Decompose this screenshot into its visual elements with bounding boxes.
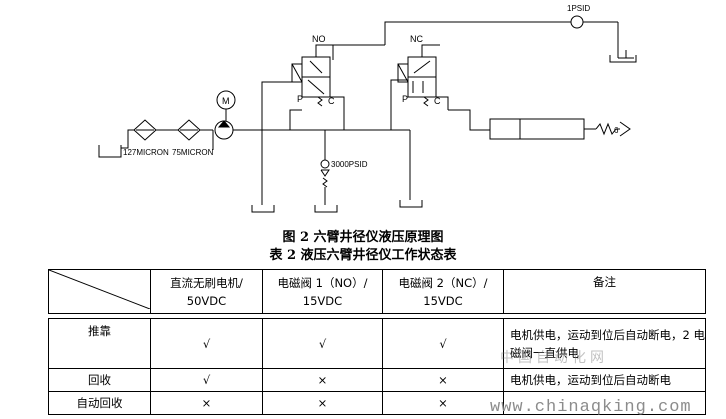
solenoid-valve-1-icon xyxy=(291,44,345,130)
valve-1-tag: NO xyxy=(312,34,326,44)
filter-127-icon xyxy=(121,119,178,149)
header-valve1-line1: 电磁阀 1（NO）/ xyxy=(277,275,368,290)
valve1-cell: × xyxy=(262,391,383,415)
mode-cell: 自动回收 xyxy=(48,391,151,415)
table-row: 回收 √ × × 电机供电，运动到位后自动断电 xyxy=(48,368,706,392)
valve2-cell: × xyxy=(382,368,504,392)
tank-top-right xyxy=(609,22,637,63)
header-valve1-line2: 15VDC xyxy=(302,293,343,308)
filter-75-icon xyxy=(177,119,213,141)
valve1-cell: × xyxy=(262,368,383,392)
header-motor: 直流无刷电机/ 50VDC xyxy=(150,269,263,314)
spring-arrow-label: 6 xyxy=(614,126,619,135)
valve-1-port-c: C xyxy=(328,96,335,106)
motor-cell: × xyxy=(150,391,263,415)
corner-cell xyxy=(48,269,151,314)
motor-cell: √ xyxy=(150,318,263,369)
notes-cell: 电机供电，运动到位后自动断电 xyxy=(503,368,706,392)
table-row: 自动回收 × × × xyxy=(48,391,706,415)
notes-cell: 电机供电，运动到位后自动断电，2 电磁阀一直供电 xyxy=(503,318,706,369)
status-table: 直流无刷电机/ 50VDC 电磁阀 1（NO）/ 15VDC 电磁阀 2（NC）… xyxy=(48,269,706,415)
mode-cell: 回收 xyxy=(48,368,151,392)
watermark-cn: 中国自动化网 xyxy=(500,350,608,366)
header-motor-line1: 直流无刷电机/ xyxy=(170,275,243,290)
header-valve-1: 电磁阀 1（NO）/ 15VDC xyxy=(262,269,383,314)
diagonal-line xyxy=(49,270,150,309)
watermark-url: www.chinaqking.com xyxy=(490,398,692,417)
valve2-cell: × xyxy=(382,391,504,415)
motor-icon xyxy=(216,90,236,121)
valve-2-tag: NC xyxy=(410,34,423,44)
table-caption: 表 2 液压六臂井径仪工作状态表 xyxy=(269,248,457,263)
filter-2-label: 75MICRON xyxy=(172,148,214,157)
valve2-cell: √ xyxy=(382,318,504,369)
figure-caption: 图 2 六臂井径仪液压原理图 xyxy=(282,230,444,245)
header-notes: 备注 xyxy=(503,269,706,314)
table-row: 推靠 √ √ √ 电机供电，运动到位后自动断电，2 电磁阀一直供电 xyxy=(48,318,706,369)
notes-cell xyxy=(503,391,706,415)
valve-1-port-p: P xyxy=(297,94,303,104)
table-header-row: 直流无刷电机/ 50VDC 电磁阀 1（NO）/ 15VDC 电磁阀 2（NC）… xyxy=(48,269,706,314)
valve-2-port-c: C xyxy=(434,96,441,106)
relief-valve-label: 3000PSID xyxy=(331,160,368,169)
solenoid-valve-2-icon xyxy=(390,44,449,130)
filter-1-label: 127MICRON xyxy=(123,148,169,157)
header-valve2-line1: 电磁阀 2（NC）/ xyxy=(398,275,488,290)
relief-valve-icon xyxy=(314,159,338,213)
hydraulic-schematic: 127MICRON 75MICRON M 3000PSID xyxy=(98,4,637,213)
header-valve-2: 电磁阀 2（NC）/ 15VDC xyxy=(382,269,504,314)
pump-icon xyxy=(214,120,410,140)
valve1-cell: √ xyxy=(262,318,383,369)
header-valve2-line2: 15VDC xyxy=(423,293,463,308)
check-valve-label: 1PSID xyxy=(567,4,590,13)
mode-cell: 推靠 xyxy=(48,318,151,369)
hydraulic-cylinder-icon xyxy=(489,118,631,140)
motor-label: M xyxy=(222,96,230,106)
header-motor-line2: 50VDC xyxy=(186,293,227,308)
check-valve-icon xyxy=(570,15,618,29)
motor-cell: √ xyxy=(150,368,263,392)
valve-2-port-p: P xyxy=(402,94,408,104)
tank-left xyxy=(98,145,122,158)
